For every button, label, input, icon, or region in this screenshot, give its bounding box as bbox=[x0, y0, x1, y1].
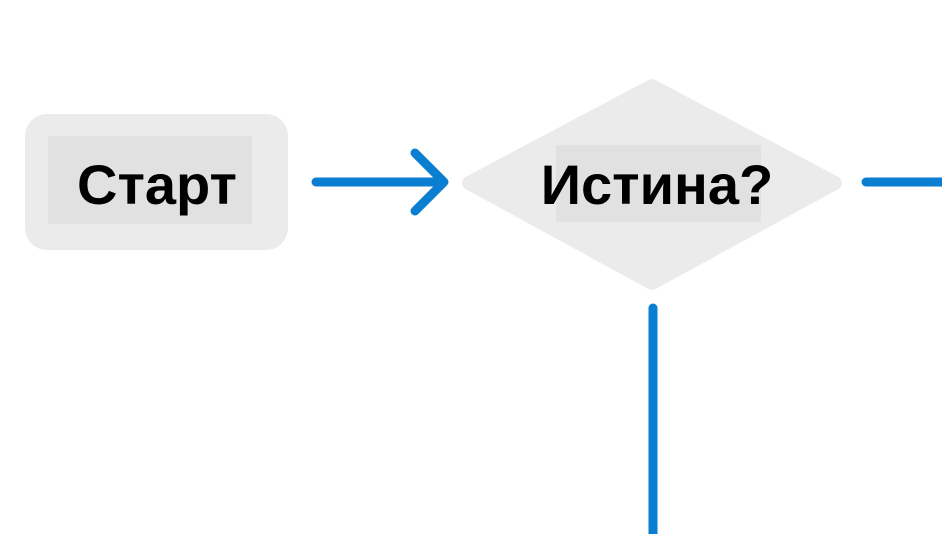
decision-node-label: Истина? bbox=[541, 153, 773, 216]
arrow-start-to-decision bbox=[311, 148, 449, 216]
start-node-label: Старт bbox=[77, 153, 237, 216]
decision-node[interactable]: Истина? bbox=[462, 79, 842, 290]
start-node-label-highlight bbox=[48, 136, 252, 224]
arrow-start-to-decision-head bbox=[410, 148, 449, 216]
start-node[interactable]: Старт bbox=[25, 114, 288, 250]
decision-node-label-highlight bbox=[556, 145, 761, 222]
